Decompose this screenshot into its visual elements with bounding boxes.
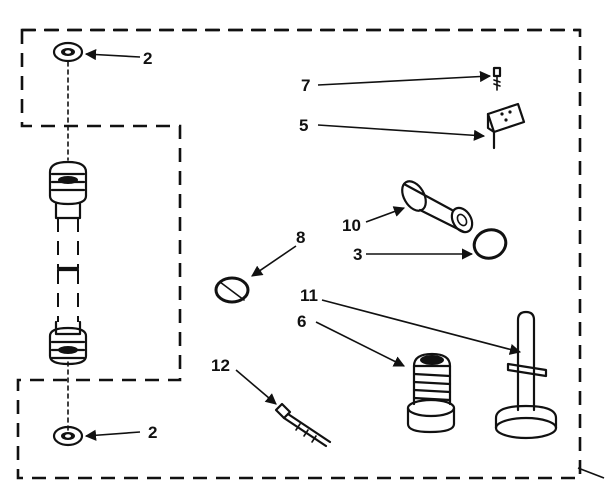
bolt [274, 402, 332, 448]
hose-coupling-top [48, 160, 88, 220]
kit-boundary [16, 28, 605, 480]
filter [401, 180, 474, 234]
callout-filter: 10 [342, 216, 361, 235]
callout-washer-bottom: 2 [148, 423, 157, 442]
hose-assembly [48, 61, 88, 431]
oring [214, 276, 250, 304]
callout-stud: 11 [300, 286, 318, 305]
fitting [406, 352, 456, 434]
callout-screw: 7 [301, 76, 310, 95]
washer-top [52, 41, 84, 63]
oring-filter [472, 228, 508, 260]
callout-bracket: 5 [299, 116, 308, 135]
callout-fitting: 6 [297, 312, 306, 331]
callout-oring-filter: 3 [353, 245, 362, 264]
screw [492, 66, 502, 91]
washer-bottom [52, 425, 84, 447]
hose-coupling-bottom [48, 320, 88, 366]
callout-oring: 8 [296, 228, 305, 247]
callout-bolt: 12 [211, 356, 230, 375]
callout-washer-top: 2 [143, 49, 152, 68]
bracket [486, 102, 526, 150]
stud [494, 310, 558, 440]
hose-tube [56, 218, 80, 322]
